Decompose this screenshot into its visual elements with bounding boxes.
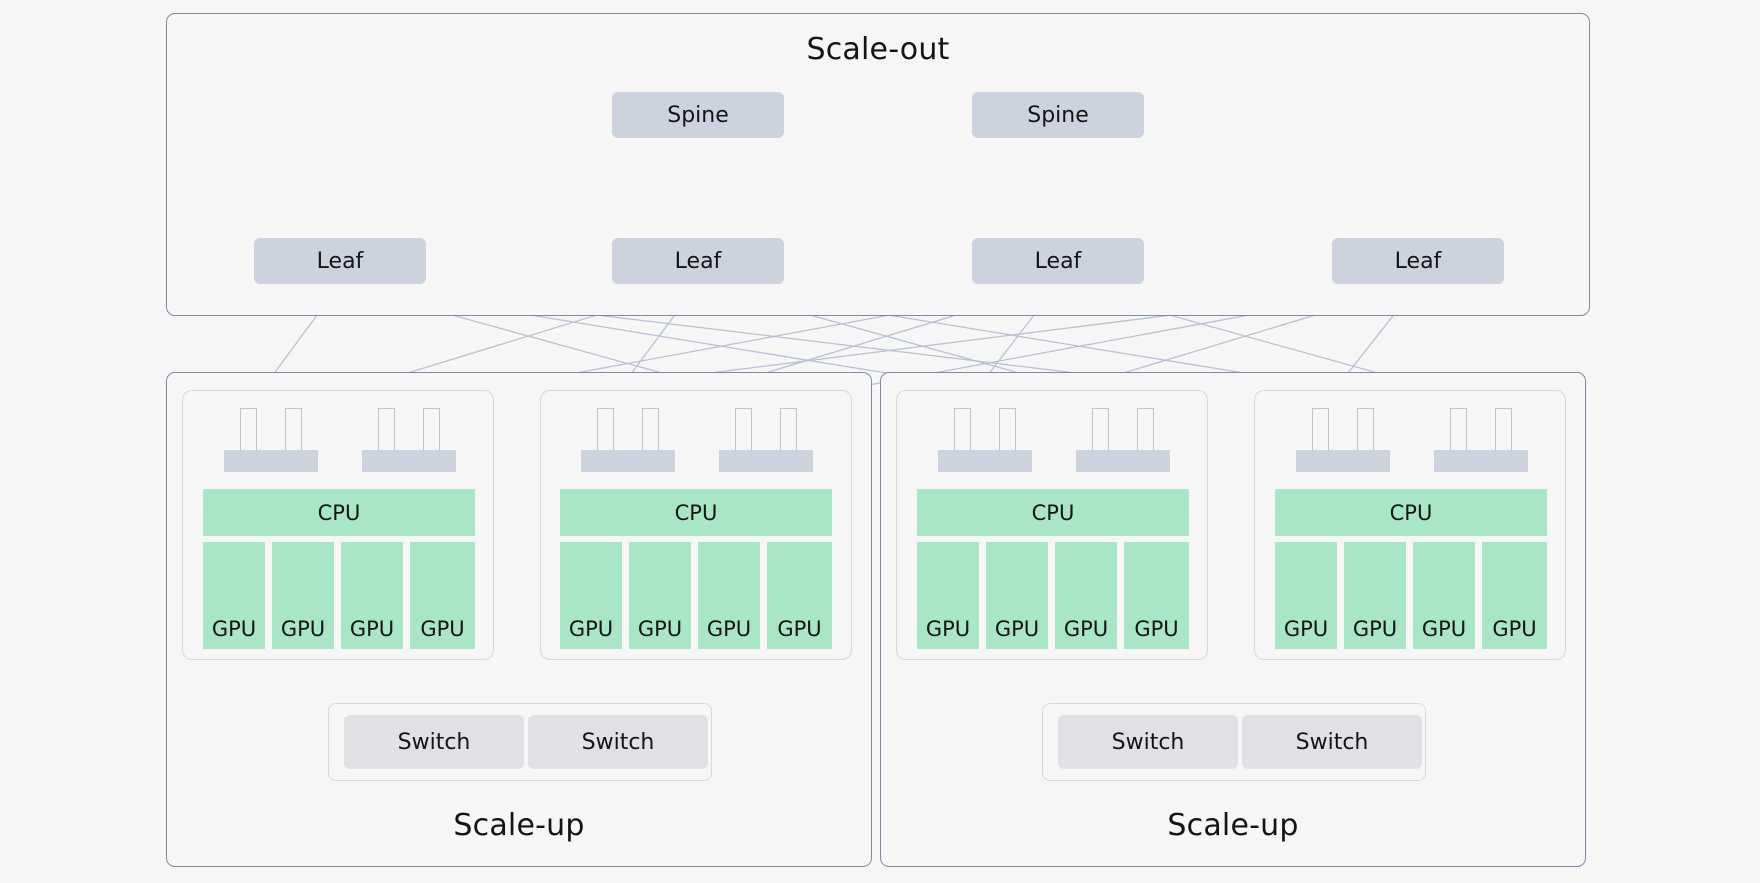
switch-group-1 (1042, 703, 1426, 781)
leaf-node-2[interactable]: Leaf (972, 238, 1144, 284)
nic-port-0-0-0-1[interactable] (285, 408, 302, 452)
nic-0-1-1[interactable] (719, 450, 813, 472)
gpu-0-1-0[interactable]: GPU (560, 542, 622, 649)
server-group-0-1 (540, 390, 852, 660)
gpu-1-0-2[interactable]: GPU (1055, 542, 1117, 649)
nic-1-0-0[interactable] (938, 450, 1032, 472)
nic-port-0-0-1-0[interactable] (378, 408, 395, 452)
scale-out-title: Scale-out (806, 32, 950, 67)
gpu-0-0-1[interactable]: GPU (272, 542, 334, 649)
cpu-0-0[interactable]: CPU (203, 489, 475, 536)
leaf-node-1[interactable]: Leaf (612, 238, 784, 284)
switch-0-0[interactable]: Switch (344, 715, 524, 769)
scale-up-title-0: Scale-up (453, 808, 585, 843)
switch-1-1[interactable]: Switch (1242, 715, 1422, 769)
spine-node-0[interactable]: Spine (612, 92, 784, 138)
leaf-node-3[interactable]: Leaf (1332, 238, 1504, 284)
gpu-1-0-0[interactable]: GPU (917, 542, 979, 649)
gpu-0-0-2[interactable]: GPU (341, 542, 403, 649)
switch-1-0[interactable]: Switch (1058, 715, 1238, 769)
nic-port-0-1-1-1[interactable] (780, 408, 797, 452)
nic-port-1-1-1-1[interactable] (1495, 408, 1512, 452)
nic-1-0-1[interactable] (1076, 450, 1170, 472)
gpu-0-1-1[interactable]: GPU (629, 542, 691, 649)
nic-1-1-0[interactable] (1296, 450, 1390, 472)
nic-port-1-0-1-0[interactable] (1092, 408, 1109, 452)
server-group-1-1 (1254, 390, 1566, 660)
nic-port-0-1-1-0[interactable] (735, 408, 752, 452)
nic-port-0-0-1-1[interactable] (423, 408, 440, 452)
server-group-1-0 (896, 390, 1208, 660)
gpu-1-1-2[interactable]: GPU (1413, 542, 1475, 649)
nic-port-1-0-0-0[interactable] (954, 408, 971, 452)
nic-port-0-1-0-0[interactable] (597, 408, 614, 452)
gpu-1-1-3[interactable]: GPU (1482, 542, 1547, 649)
nic-port-1-0-1-1[interactable] (1137, 408, 1154, 452)
gpu-0-1-3[interactable]: GPU (767, 542, 832, 649)
scale-up-title-1: Scale-up (1167, 808, 1299, 843)
gpu-0-1-2[interactable]: GPU (698, 542, 760, 649)
switch-0-1[interactable]: Switch (528, 715, 708, 769)
cpu-1-1[interactable]: CPU (1275, 489, 1547, 536)
nic-port-0-0-0-0[interactable] (240, 408, 257, 452)
nic-0-1-0[interactable] (581, 450, 675, 472)
leaf-node-0[interactable]: Leaf (254, 238, 426, 284)
gpu-1-0-1[interactable]: GPU (986, 542, 1048, 649)
switch-group-0 (328, 703, 712, 781)
nic-port-1-0-0-1[interactable] (999, 408, 1016, 452)
gpu-1-1-1[interactable]: GPU (1344, 542, 1406, 649)
nic-0-0-0[interactable] (224, 450, 318, 472)
nic-port-0-1-0-1[interactable] (642, 408, 659, 452)
spine-node-1[interactable]: Spine (972, 92, 1144, 138)
nic-1-1-1[interactable] (1434, 450, 1528, 472)
nic-port-1-1-0-0[interactable] (1312, 408, 1329, 452)
gpu-1-0-3[interactable]: GPU (1124, 542, 1189, 649)
cpu-0-1[interactable]: CPU (560, 489, 832, 536)
gpu-0-0-0[interactable]: GPU (203, 542, 265, 649)
gpu-0-0-3[interactable]: GPU (410, 542, 475, 649)
nic-0-0-1[interactable] (362, 450, 456, 472)
nic-port-1-1-0-1[interactable] (1357, 408, 1374, 452)
cpu-1-0[interactable]: CPU (917, 489, 1189, 536)
nic-port-1-1-1-0[interactable] (1450, 408, 1467, 452)
server-group-0-0 (182, 390, 494, 660)
gpu-1-1-0[interactable]: GPU (1275, 542, 1337, 649)
